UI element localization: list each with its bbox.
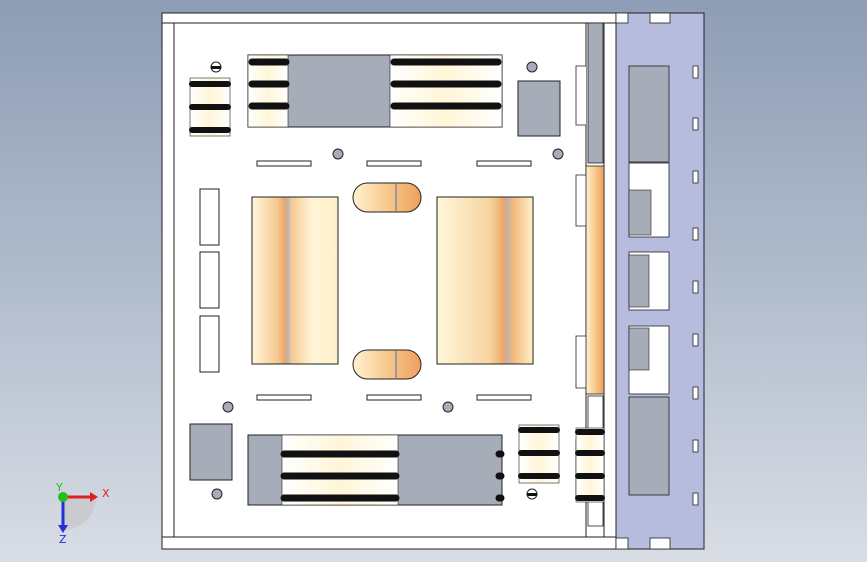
- bottom-coil-block[interactable]: [247, 434, 505, 506]
- bottom-wall: [161, 536, 618, 550]
- x-axis-label: X: [102, 487, 110, 500]
- cutout-square-top-right: [517, 80, 561, 137]
- left-wall: [161, 12, 175, 550]
- right-slot-upper: [587, 22, 604, 164]
- mounting-holes: [211, 61, 564, 500]
- rail-slots: [692, 65, 699, 506]
- cutout-square-bottom-left: [189, 423, 233, 481]
- top-coil-tube-right: [389, 54, 503, 128]
- rail-window-2-inner: [628, 189, 652, 236]
- top-coil-tube-left: [247, 54, 289, 128]
- top-wall: [161, 12, 618, 24]
- horizontal-slots: [256, 160, 532, 401]
- rail-top-tab-2: [649, 12, 671, 24]
- rail-bottom-tab-2: [649, 537, 671, 550]
- rail-window-3-inner: [628, 254, 650, 308]
- small-coil-top-left[interactable]: [189, 77, 231, 137]
- z-axis-label: Z: [59, 533, 67, 546]
- heatsink-right[interactable]: [436, 196, 534, 365]
- rail-window-5: [628, 396, 670, 496]
- bottom-coil-tube: [281, 434, 399, 506]
- rail-window-4-inner: [628, 327, 650, 371]
- z-axis-arrowhead: [58, 525, 68, 533]
- top-coil-block[interactable]: [247, 54, 503, 128]
- heatsink-left[interactable]: [251, 196, 339, 365]
- small-coil-bottom-right[interactable]: [575, 427, 605, 503]
- left-slots: [199, 188, 220, 373]
- side-heatsink: [585, 165, 605, 395]
- side-rail[interactable]: [615, 12, 705, 550]
- y-axis-point: [58, 492, 68, 502]
- small-coil-bottom-mid[interactable]: [518, 424, 560, 484]
- bottom-coil-rings: [280, 450, 505, 502]
- axis-triad: X Y Z: [55, 481, 110, 546]
- screw-heads: [210, 61, 538, 500]
- y-axis-label: Y: [55, 481, 63, 494]
- oval-slot-top: [352, 182, 422, 213]
- rail-bottom-tab-1: [615, 537, 629, 550]
- rail-top-tab-1: [615, 12, 629, 24]
- rail-window-1: [628, 65, 670, 163]
- triad-quarter-disc: [63, 497, 96, 530]
- oval-slot-bottom: [352, 349, 422, 380]
- x-axis-arrowhead: [90, 492, 98, 502]
- top-coil-rings: [248, 58, 502, 110]
